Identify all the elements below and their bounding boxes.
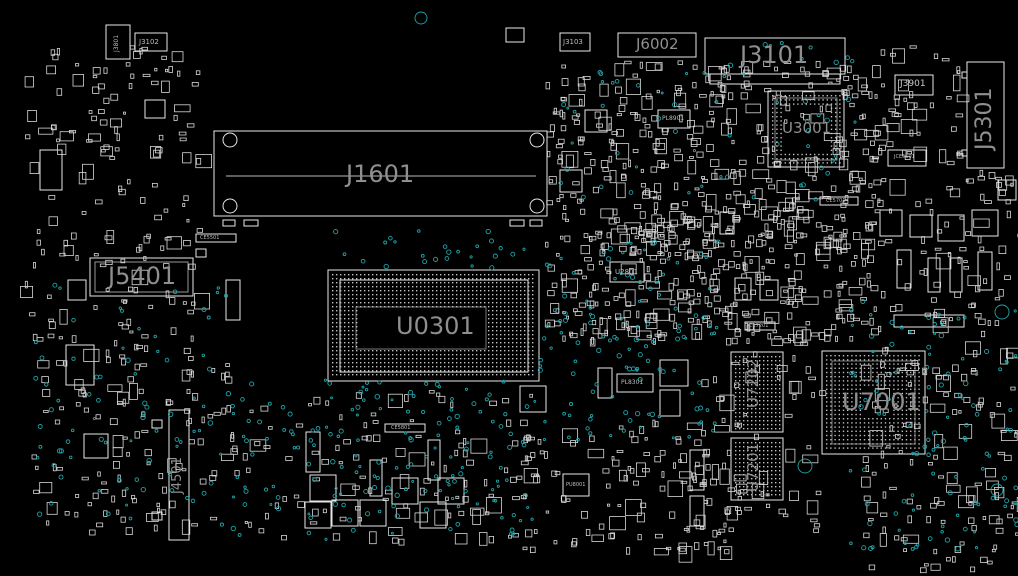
connector-j3801[interactable]: [105, 24, 131, 60]
chip-u0301[interactable]: [327, 269, 540, 382]
label-pl8901: PL8901: [662, 115, 685, 122]
chip-u3001[interactable]: [767, 90, 845, 168]
label-j3103: J3103: [563, 38, 583, 46]
connector-jce5601[interactable]: [887, 149, 927, 167]
connector-j1601[interactable]: [213, 130, 548, 217]
label-u7201: U7201: [744, 442, 762, 492]
connector-j4501[interactable]: [168, 409, 190, 541]
label-ce7201: CE7201: [749, 323, 769, 329]
label-pu8001: PU8001: [566, 482, 586, 488]
label-j6002: J6002: [636, 35, 679, 53]
label-j3102: J3102: [139, 38, 159, 46]
label-j4501: J4501: [170, 457, 185, 494]
chip-u7201[interactable]: [730, 437, 784, 501]
label-u7001: U7001: [842, 388, 921, 416]
label-u3001: U3001: [782, 119, 832, 137]
connector-j5301[interactable]: [966, 61, 1005, 169]
label-u0301: U0301: [396, 312, 475, 340]
label-jce5601: JCE5601: [894, 154, 915, 160]
label-j5401: J5401: [108, 262, 177, 290]
label-u7202: U7202: [744, 358, 762, 408]
connector-j5401[interactable]: [89, 257, 194, 297]
label-j3101: J3101: [740, 41, 809, 69]
chip-u2801[interactable]: [609, 261, 645, 283]
connector-j6002[interactable]: [617, 32, 697, 58]
connector-j3102[interactable]: [134, 32, 168, 52]
label-j1601: J1601: [346, 160, 415, 188]
inductor-pl8901[interactable]: [657, 109, 691, 129]
chip-u7001[interactable]: [821, 350, 926, 455]
label-ce5501: CE5501: [200, 235, 220, 241]
label-ce5801: CE5801: [391, 425, 411, 431]
connector-j3103[interactable]: [559, 32, 591, 52]
label-ce5701: CE5701: [826, 198, 846, 204]
label-j3901: J3901: [900, 79, 926, 89]
label-u2801: U2801: [615, 268, 638, 276]
label-j3801: J3801: [113, 34, 120, 52]
label-j5301: J5301: [972, 87, 997, 150]
connector-j3901[interactable]: [894, 74, 934, 96]
label-pl8301: PL8301: [621, 379, 644, 386]
inductor-pl8301[interactable]: [616, 373, 654, 393]
chip-pu8001[interactable]: [562, 473, 590, 497]
